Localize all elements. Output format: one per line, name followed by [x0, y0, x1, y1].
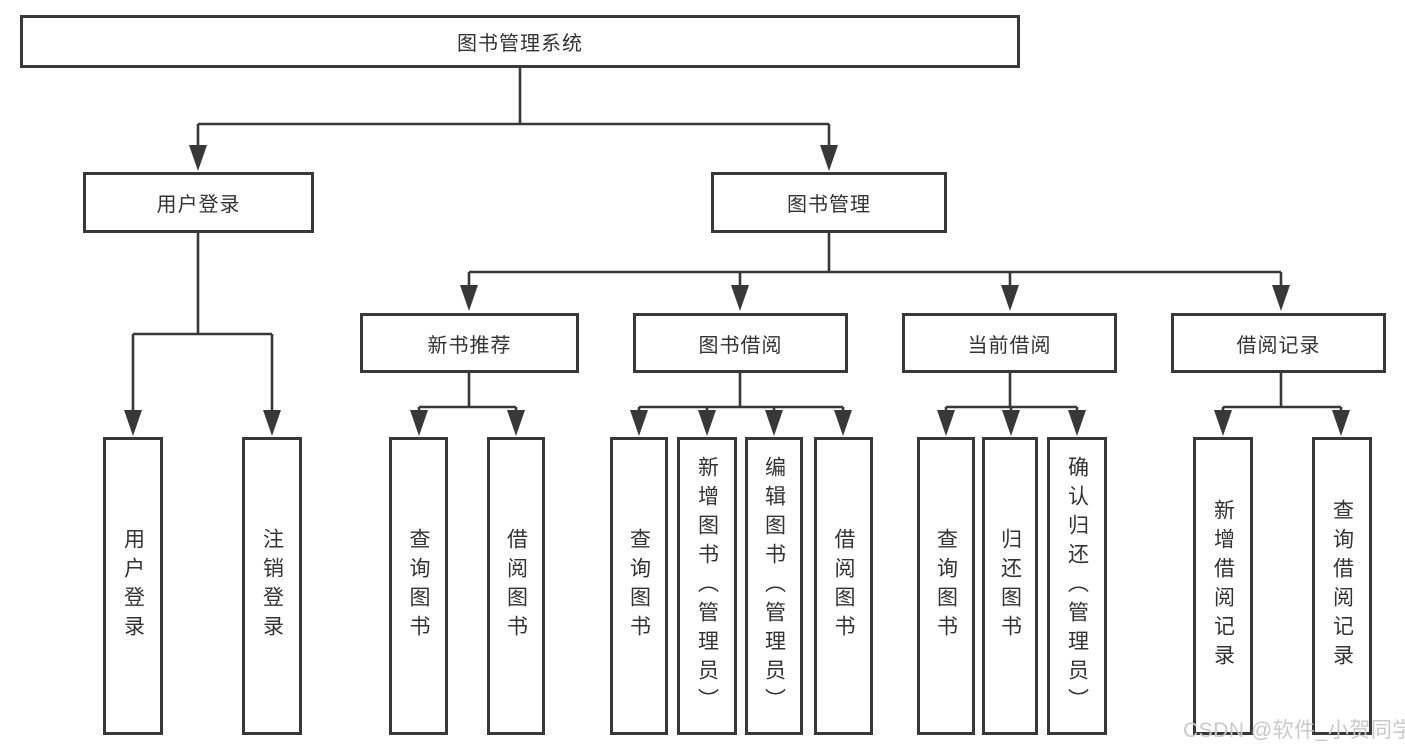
node-label: 查询图书 [934, 528, 958, 644]
arrowhead [820, 145, 838, 171]
leaf-return-books: 归还图书 [982, 437, 1038, 735]
leaf-logout: 注销登录 [242, 437, 302, 735]
node-current-borrowing: 当前借阅 [902, 313, 1117, 373]
node-label: 借阅图书 [504, 528, 528, 644]
node-book-borrowing: 图书借阅 [633, 313, 848, 373]
node-label: 注销登录 [260, 528, 284, 644]
arrowhead [937, 410, 955, 436]
arrowhead [1332, 410, 1350, 436]
leaf-borrow-books-1: 借阅图书 [487, 437, 545, 735]
edge-bookmgmt-to-level3 [467, 233, 1283, 287]
node-root-system: 图书管理系统 [20, 15, 1020, 68]
node-label: 新书推荐 [427, 334, 512, 357]
node-label: 新增图书（管理员） [695, 455, 719, 717]
arrowhead [124, 410, 142, 436]
arrowhead [1001, 285, 1019, 311]
node-book-management: 图书管理 [711, 172, 947, 233]
node-label: 新增借阅记录 [1211, 499, 1235, 673]
edge-userlogin-to-leaves [131, 233, 274, 412]
arrowhead [731, 285, 749, 311]
leaf-query-books-3: 查询图书 [917, 437, 975, 735]
arrowhead [1214, 410, 1232, 436]
edge-level3-trunks [467, 372, 1283, 407]
node-label: 图书管理 [787, 194, 871, 216]
arrowhead [189, 145, 207, 171]
arrowhead [765, 410, 783, 436]
node-new-book-recommend: 新书推荐 [360, 313, 579, 373]
node-label: 查询借阅记录 [1330, 499, 1354, 673]
node-label: 用户登录 [156, 194, 241, 216]
csdn-watermark: CSDN @软件_小贺同学 [1183, 719, 1405, 742]
arrowhead [460, 285, 478, 311]
arrowhead [1272, 285, 1290, 311]
arrowhead [507, 410, 525, 436]
tree-edges [131, 68, 1343, 412]
node-label: 归还图书 [998, 528, 1022, 644]
arrowhead [1002, 410, 1020, 436]
node-user-login: 用户登录 [83, 172, 314, 233]
leaf-add-borrow-record: 新增借阅记录 [1193, 437, 1253, 735]
leaf-borrow-books-2: 借阅图书 [814, 437, 873, 735]
arrowheads [124, 145, 1350, 436]
arrowhead [1068, 410, 1086, 436]
node-label: 图书借阅 [698, 334, 783, 357]
leaf-add-books-admin: 新增图书（管理员） [677, 437, 737, 735]
arrowhead [630, 410, 648, 436]
leaf-query-books-1: 查询图书 [389, 437, 448, 735]
leaf-query-books-2: 查询图书 [610, 437, 668, 735]
node-label: 当前借阅 [967, 334, 1052, 357]
node-label: 用户登录 [121, 528, 145, 644]
node-label: 查询图书 [627, 528, 651, 644]
arrowhead [263, 410, 281, 436]
leaf-edit-books-admin: 编辑图书（管理员） [745, 437, 803, 735]
node-label: 借阅图书 [832, 528, 855, 644]
node-label: 图书管理系统 [457, 33, 583, 55]
arrowhead [698, 410, 716, 436]
node-label: 编辑图书（管理员） [762, 455, 786, 717]
leaf-user-login: 用户登录 [103, 437, 163, 735]
node-label: 借阅记录 [1236, 334, 1321, 357]
edge-root-to-level2 [196, 68, 831, 148]
leaf-confirm-return-admin: 确认归还（管理员） [1047, 437, 1107, 735]
node-borrowing-records: 借阅记录 [1171, 313, 1386, 373]
node-label: 确认归还（管理员） [1065, 455, 1089, 717]
leaf-query-borrow-record: 查询借阅记录 [1312, 437, 1372, 735]
arrowhead [410, 410, 428, 436]
arrowhead [834, 410, 852, 436]
node-label: 查询图书 [407, 528, 430, 644]
edge-level4-drops [417, 407, 1343, 412]
